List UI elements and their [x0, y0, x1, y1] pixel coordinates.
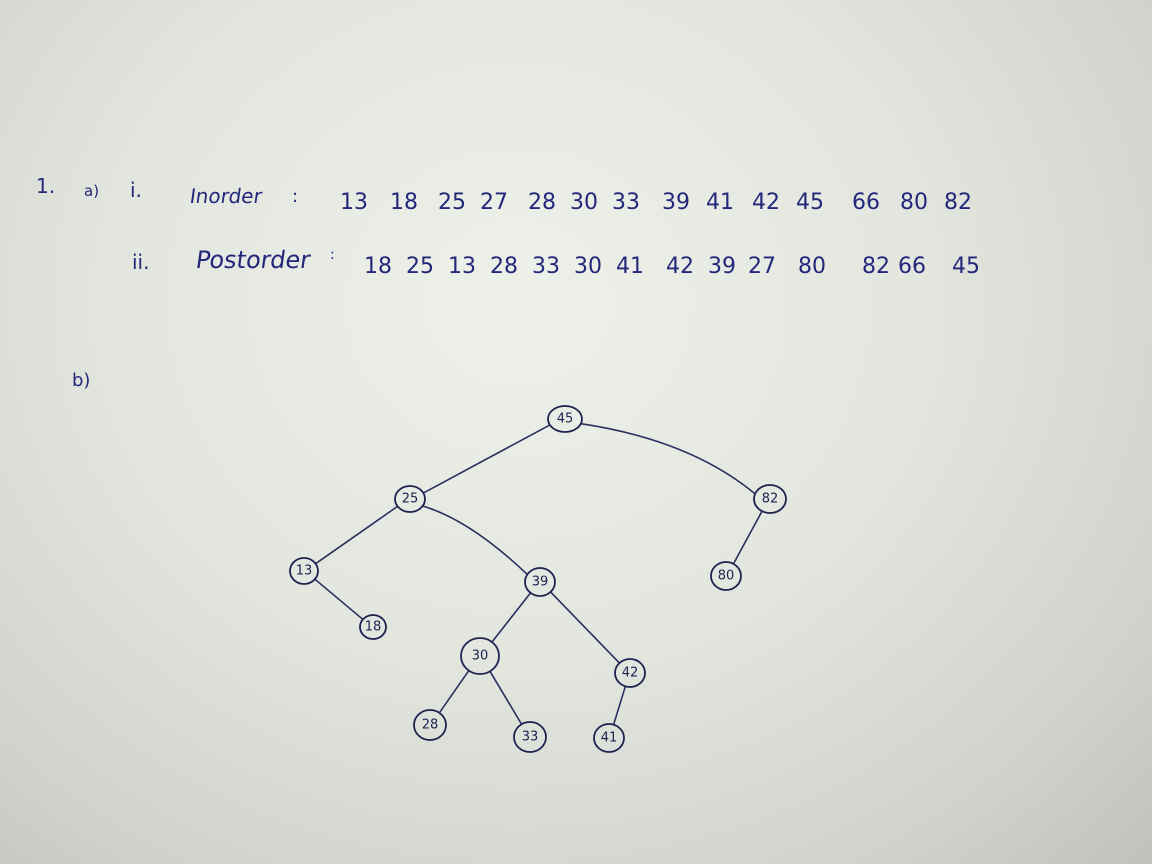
tree-node-33: 33 — [513, 721, 547, 753]
postorder-value: 30 — [574, 254, 602, 279]
tree-edge — [422, 424, 551, 494]
tree-node-label: 25 — [402, 492, 419, 507]
tree-node-label: 39 — [532, 575, 549, 590]
postorder-value: 33 — [532, 254, 560, 279]
inorder-value: 82 — [944, 190, 972, 215]
tree-node-label: 33 — [522, 730, 539, 745]
postorder-sequence: 18 25 13 28 33 30 41 42 39 27 80 82 66 4… — [364, 254, 980, 279]
tree-node-circle — [413, 709, 447, 741]
part-b-label: b) — [72, 370, 91, 391]
postorder-value: 13 — [448, 254, 476, 279]
tree-node-label: 45 — [557, 412, 574, 427]
tree-node-circle — [593, 723, 625, 753]
inorder-value: 39 — [662, 190, 690, 215]
postorder-numeral: ii. — [132, 250, 150, 274]
tree-node-25: 25 — [394, 485, 426, 513]
tree-edge — [314, 505, 399, 565]
postorder-value: 80 — [798, 254, 826, 279]
tree-node-28: 28 — [413, 709, 447, 741]
tree-node-circle — [513, 721, 547, 753]
inorder-value: 45 — [796, 190, 824, 215]
tree-node-circle — [710, 561, 742, 591]
tree-nodes: 45 25 82 13 39 80 18 30 42 28 33 41 — [289, 405, 787, 753]
tree-edge — [732, 510, 763, 565]
tree-node-label: 13 — [296, 564, 313, 579]
inorder-value: 25 — [438, 190, 466, 215]
tree-node-13: 13 — [289, 557, 319, 585]
inorder-sequence: 13 18 25 27 28 30 33 39 41 42 45 66 80 8… — [340, 190, 972, 215]
tree-edge — [438, 669, 470, 714]
postorder-value: 25 — [406, 254, 434, 279]
postorder-colon: : — [330, 247, 335, 263]
tree-node-circle — [359, 614, 387, 640]
tree-edge — [489, 670, 523, 726]
tree-node-circle — [289, 557, 319, 585]
postorder-value: 28 — [490, 254, 518, 279]
postorder-value: 27 — [748, 254, 776, 279]
tree-node-circle — [547, 405, 583, 433]
inorder-value: 18 — [390, 190, 418, 215]
tree-edge — [491, 592, 532, 643]
tree-node-41: 41 — [593, 723, 625, 753]
inorder-value: 13 — [340, 190, 368, 215]
tree-node-label: 28 — [422, 718, 439, 733]
tree-edge — [580, 422, 756, 495]
question-number: 1. — [36, 174, 56, 198]
inorder-value: 42 — [752, 190, 780, 215]
inorder-numeral: i. — [130, 178, 142, 202]
postorder-value: 39 — [708, 254, 736, 279]
tree-node-label: 18 — [365, 620, 382, 635]
inorder-value: 80 — [900, 190, 928, 215]
tree-node-circle — [614, 658, 646, 688]
postorder-value: 45 — [952, 254, 980, 279]
tree-node-circle — [524, 567, 556, 597]
inorder-colon: : — [292, 186, 299, 207]
tree-node-80: 80 — [710, 561, 742, 591]
tree-node-circle — [460, 637, 500, 675]
tree-node-circle — [394, 485, 426, 513]
inorder-value: 27 — [480, 190, 508, 215]
tree-node-42: 42 — [614, 658, 646, 688]
tree-node-label: 80 — [718, 569, 735, 584]
inorder-value: 30 — [570, 190, 598, 215]
inorder-value: 33 — [612, 190, 640, 215]
tree-edge — [612, 685, 627, 726]
tree-node-label: 30 — [472, 649, 489, 664]
tree-edge — [314, 578, 364, 621]
tree-node-label: 82 — [762, 492, 779, 507]
postorder-value: 82 — [862, 254, 890, 279]
inorder-value: 41 — [706, 190, 734, 215]
tree-edge — [421, 505, 529, 576]
inorder-value: 28 — [528, 190, 556, 215]
postorder-value: 42 — [666, 254, 694, 279]
inorder-value: 66 — [852, 190, 880, 215]
tree-node-label: 42 — [622, 666, 639, 681]
tree-edge — [549, 591, 621, 664]
tree-node-30: 30 — [460, 637, 500, 675]
part-a-label: a) — [84, 182, 100, 200]
tree-node-82: 82 — [753, 484, 787, 514]
tree-node-45: 45 — [547, 405, 583, 433]
postorder-value: 66 — [898, 254, 926, 279]
tree-node-18: 18 — [359, 614, 387, 640]
tree-node-circle — [753, 484, 787, 514]
tree-node-label: 41 — [601, 731, 618, 746]
postorder-value: 18 — [364, 254, 392, 279]
tree-edges — [314, 422, 763, 726]
tree-node-39: 39 — [524, 567, 556, 597]
postorder-value: 41 — [616, 254, 644, 279]
